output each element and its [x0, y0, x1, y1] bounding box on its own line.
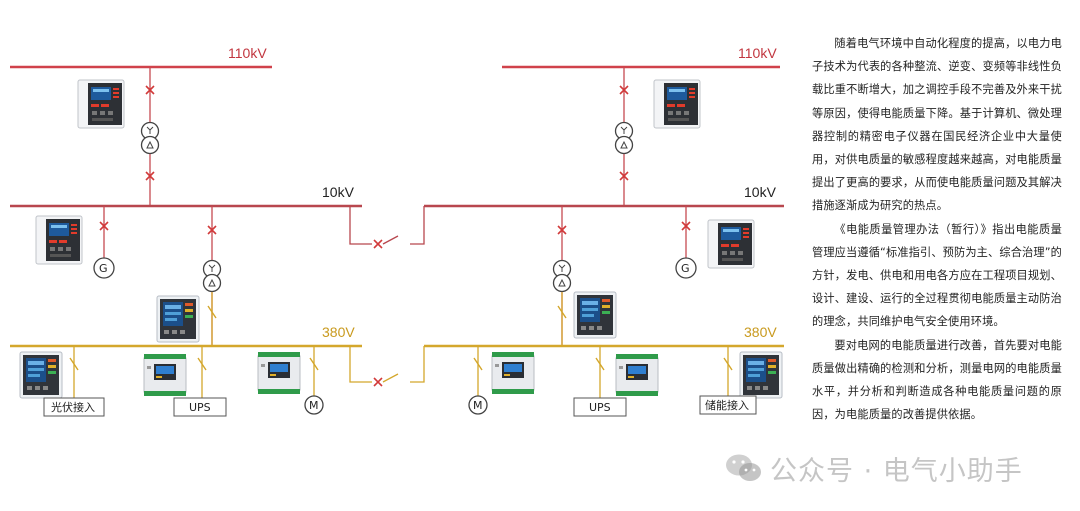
meter-storage: [739, 351, 783, 399]
transformer-left-110-10: [140, 121, 160, 155]
protection-relay-left-110: [77, 79, 125, 129]
storage-label: 储能接入: [705, 398, 749, 412]
storage-box: [699, 395, 757, 415]
description-text: 随着电气环境中自动化程度的提高，以电力电子技术为代表的各种整流、逆变、变频等非线…: [812, 32, 1062, 426]
motor-right-icon: [468, 395, 488, 415]
tie-10kv: [349, 206, 425, 245]
wechat-icon: [726, 454, 761, 481]
paragraph-2: 《电能质量管理办法（暂行）》指出电能质量管理应当遵循“标准指引、预防为主、综合治…: [812, 222, 1062, 329]
module-motor-left: [257, 351, 301, 395]
bus-110kv-left-label: 110kV: [228, 45, 267, 61]
paragraph-1: 随着电气环境中自动化程度的提高，以电力电子技术为代表的各种整流、逆变、变频等非线…: [812, 37, 1062, 213]
ups-right-box: [573, 397, 627, 417]
bus-110kv-right-label: 110kV: [738, 45, 777, 61]
protection-relay-right-10: [707, 219, 755, 269]
bus-10kv-left-label: 10kV: [322, 184, 355, 200]
ups-right-label: UPS: [589, 401, 611, 414]
pv-box: [43, 397, 105, 417]
bus-380v-right-label: 380V: [744, 324, 777, 340]
switch-right-380-in: [557, 305, 567, 319]
watermark-text: 公众号 · 电气小助手: [770, 455, 1023, 487]
protection-relay-left-10: [35, 215, 83, 265]
paragraph-3: 要对电网的电能质量进行改善，首先要对电能质量做出精确的检测和分析，测量电网的电能…: [812, 338, 1062, 422]
module-ups-right: [615, 353, 659, 397]
generator-right-icon: [675, 257, 697, 279]
bus-380v-left-label: 380V: [322, 324, 355, 340]
bus-10kv-right-label: 10kV: [744, 184, 777, 200]
ups-left-box: [173, 397, 227, 417]
tie-380v: [349, 346, 425, 383]
power-quality-meter-right: [573, 291, 617, 339]
pv-label: 光伏接入: [51, 400, 95, 414]
switch-left-380-in: [207, 305, 217, 319]
watermark: 公众号 · 电气小助手: [724, 444, 1080, 492]
motor-left-symbol: M: [309, 399, 319, 412]
motor-left-icon: [304, 395, 324, 415]
generator-right-symbol: G: [681, 262, 690, 275]
generator-left-icon: [93, 257, 115, 279]
motor-right-symbol: M: [473, 399, 483, 412]
generator-left-symbol: G: [99, 262, 108, 275]
protection-relay-right-110: [653, 79, 701, 129]
transformer-left-10-380: [202, 259, 222, 293]
ups-left-label: UPS: [189, 401, 211, 414]
meter-pv: [19, 351, 63, 399]
breaker-tie-380v: [373, 377, 383, 387]
breaker-tie-10kv: [373, 239, 383, 249]
power-system-diagram: 110kV 110kV 10kV 10kV G G 380V 380V: [10, 45, 784, 417]
module-ups-left: [143, 353, 187, 397]
module-motor-right: [491, 351, 535, 395]
transformer-right-110-10: [614, 121, 634, 155]
transformer-right-10-380: [552, 259, 572, 293]
power-quality-meter-left: [156, 295, 200, 343]
